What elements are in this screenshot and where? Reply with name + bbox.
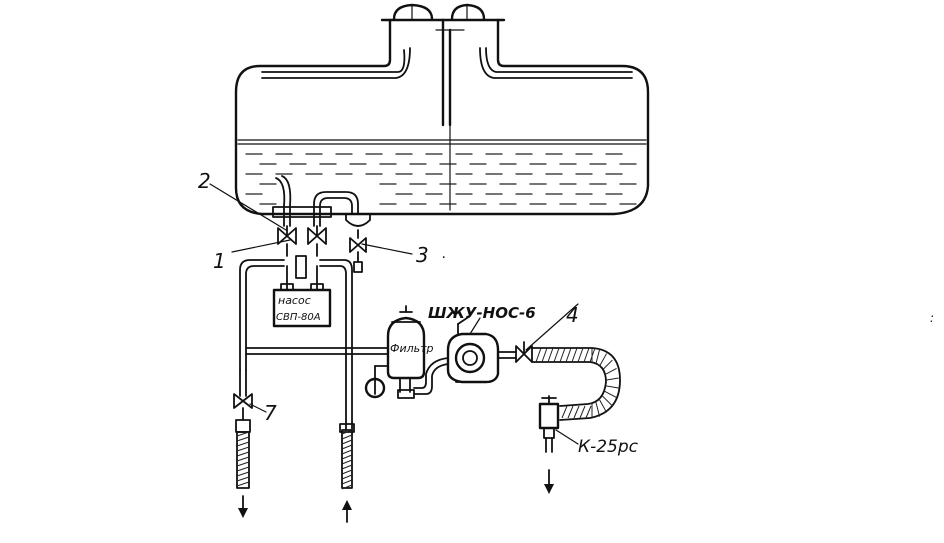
callouts: 2 1 3 4 7 ШЖУ-НОС-6 К-25рс [198,169,639,457]
pump-box-line2: СВП-80А [276,312,321,323]
label-valve-7: 7 [264,401,277,425]
pressure-gauge [364,365,389,399]
valve-1 [277,225,297,245]
tank-outlet-pipes [272,175,371,227]
label-pump-unit: ШЖУ-НОС-6 [428,304,536,322]
tank [234,3,650,216]
pump-unit [446,315,517,384]
filter-label: Фильтр [390,342,434,355]
hose-to-tap [531,347,621,421]
pump-svp: насос СВП-80А [272,288,332,328]
liquid-waves [245,153,637,205]
valve-4 [515,341,533,363]
valve-7 [233,393,253,433]
label-valve-3: 3 [416,243,429,267]
hatched-hose-left [236,431,250,489]
pipe-frame [239,243,389,431]
label-valve-1: 1 [213,249,226,273]
pump-box-line1: насос [278,294,311,307]
label-valve-4: 4 [566,303,579,327]
stray-dot: . [442,246,446,262]
arrow-down-left [238,495,248,518]
lid-cap-left [392,3,434,21]
hatched-hose-middle [339,423,355,490]
arrow-up-middle [342,500,352,523]
filter: Фильтр [386,305,449,399]
valve-2 [307,225,327,245]
label-valve-2: 2 [198,169,211,193]
valve-3 [349,229,367,273]
label-tap: К-25рс [578,437,639,457]
tap-k25 [538,395,560,494]
stray-mark: : [930,311,934,325]
lid-cap-right [450,3,486,21]
